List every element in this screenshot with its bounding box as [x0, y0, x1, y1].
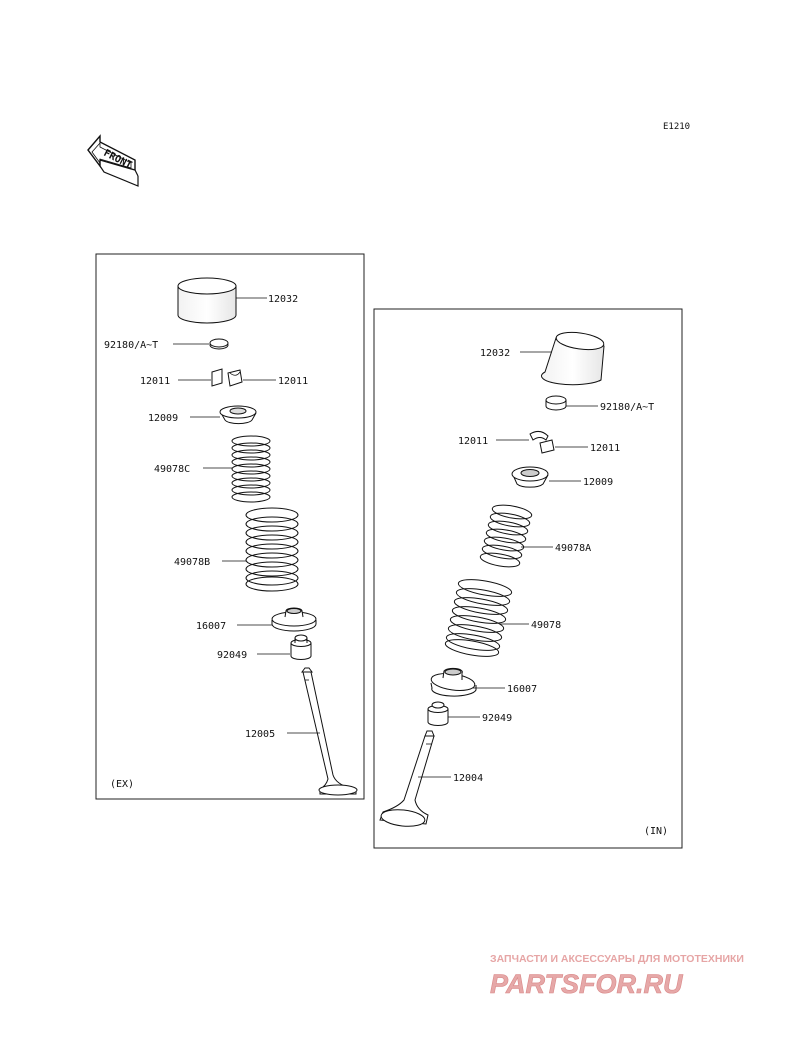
front-arrow-icon: FRONT [87, 134, 139, 187]
ex-keeper-left-label: 12011 [140, 376, 170, 387]
ex-outer-spring-label: 49078B [174, 557, 210, 568]
in-valve-icon [379, 730, 435, 827]
ex-valve-icon [301, 667, 358, 796]
ex-tappet-icon [177, 277, 237, 324]
diagram-code: E1210 [663, 122, 690, 132]
in-oil-seal-icon [427, 701, 449, 726]
ex-oil-seal-icon [290, 634, 312, 660]
in-outer-spring-icon [444, 579, 513, 657]
ex-tappet-label: 12032 [268, 294, 298, 305]
ex-keeper-right-label: 12011 [278, 376, 308, 387]
in-valve-label: 12004 [453, 773, 483, 784]
ex-shim-icon [209, 338, 229, 350]
in-retainer-icon [511, 466, 549, 488]
in-retainer-label: 12009 [583, 477, 613, 488]
watermark-brand: PARTSFOR.RU [490, 969, 684, 999]
ex-spring-seat-icon [271, 607, 317, 632]
ex-inner-spring-icon [231, 435, 271, 503]
watermark-logo: ЗАПЧАСТИ И АКСЕССУАРЫ ДЛЯ МОТОТЕХНИКИ PA… [490, 953, 744, 999]
in-keeper-left-label: 12011 [458, 436, 488, 447]
in-outer-spring-label: 49078 [531, 620, 561, 631]
in-spring-seat-label: 16007 [507, 684, 537, 695]
ex-retainer-label: 12009 [148, 413, 178, 424]
in-inner-spring-label: 49078A [555, 543, 591, 554]
intake-panel: 12032 92180/A~T 12011 12011 12009 [373, 308, 683, 849]
ex-section-label: (EX) [110, 779, 134, 790]
ex-inner-spring-label: 49078C [154, 464, 190, 475]
exhaust-panel: 12032 92180/A~T 12011 12011 12009 [95, 253, 365, 800]
watermark-tagline: ЗАПЧАСТИ И АКСЕССУАРЫ ДЛЯ МОТОТЕХНИКИ [490, 953, 744, 965]
ex-valve-label: 12005 [245, 729, 275, 740]
in-inner-spring-icon [479, 504, 533, 568]
ex-shim-label: 92180/A~T [104, 340, 158, 351]
ex-oil-seal-label: 92049 [217, 650, 247, 661]
in-spring-seat-icon [430, 667, 477, 697]
ex-keeper-icon [211, 368, 243, 387]
in-section-label: (IN) [644, 826, 668, 837]
in-keeper-icon [529, 430, 555, 454]
in-shim-label: 92180/A~T [600, 402, 654, 413]
ex-retainer-icon [219, 405, 257, 425]
in-tappet-icon [541, 331, 605, 386]
in-keeper-right-label: 12011 [590, 443, 620, 454]
in-oil-seal-label: 92049 [482, 713, 512, 724]
ex-outer-spring-icon [245, 507, 299, 592]
in-tappet-label: 12032 [480, 348, 510, 359]
in-shim-icon [545, 395, 567, 411]
ex-spring-seat-label: 16007 [196, 621, 226, 632]
